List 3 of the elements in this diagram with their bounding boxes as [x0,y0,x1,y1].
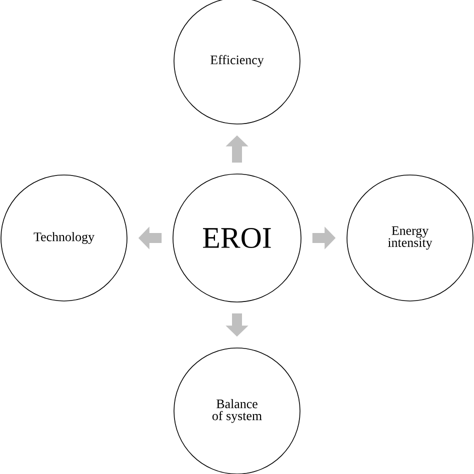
circle-node: EROI [172,174,302,302]
circle-node: Technology [0,174,128,302]
circle-node: Energy intensity [346,174,474,302]
